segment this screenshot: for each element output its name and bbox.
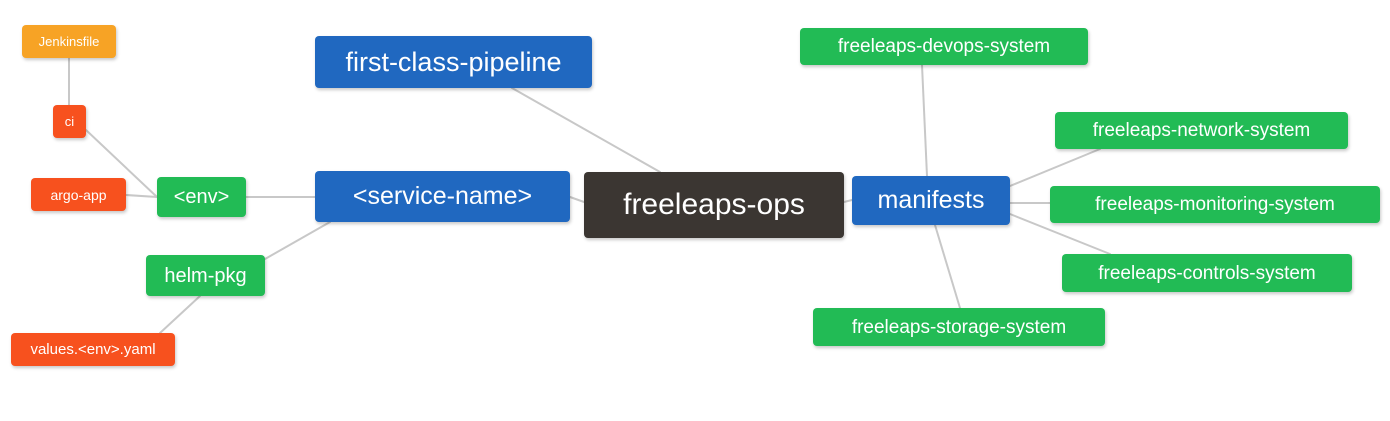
node-freeleaps-monitoring-system[interactable]: freeleaps-monitoring-system — [1050, 186, 1380, 223]
node-label-freeleaps-storage-system: freeleaps-storage-system — [851, 316, 1067, 338]
node-ci[interactable]: ci — [53, 105, 86, 138]
node-label-freeleaps-network-system: freeleaps-network-system — [1092, 120, 1311, 141]
node-freeleaps-ops[interactable]: freeleaps-ops — [584, 172, 844, 238]
node-label-manifests: manifests — [877, 186, 985, 214]
node-manifests[interactable]: manifests — [852, 176, 1010, 225]
node-jenkinsfile[interactable]: Jenkinsfile — [22, 25, 116, 58]
node-label-service-name: <service-name> — [352, 182, 533, 210]
node-label-argo-app: argo-app — [50, 186, 107, 203]
node-service-name[interactable]: <service-name> — [315, 171, 570, 222]
edge-service-name-to-freeleaps-ops — [569, 196, 585, 203]
node-freeleaps-network-system[interactable]: freeleaps-network-system — [1055, 112, 1348, 149]
node-label-env: <env> — [173, 186, 230, 208]
node-label-values-yaml: values.<env>.yaml — [30, 341, 156, 358]
node-freeleaps-controls-system[interactable]: freeleaps-controls-system — [1062, 254, 1352, 292]
node-freeleaps-devops-system[interactable]: freeleaps-devops-system — [800, 28, 1088, 65]
edge-argo-app-to-env — [125, 194, 158, 198]
node-helm-pkg[interactable]: helm-pkg — [146, 255, 265, 296]
node-first-class-pipeline[interactable]: first-class-pipeline — [315, 36, 592, 88]
node-env[interactable]: <env> — [157, 177, 246, 217]
node-label-ci: ci — [64, 114, 75, 129]
node-values-yaml[interactable]: values.<env>.yaml — [11, 333, 175, 366]
node-argo-app[interactable]: argo-app — [31, 178, 126, 211]
edge-manifests-to-freeleaps-network-system — [1009, 148, 1101, 187]
node-label-freeleaps-monitoring-system: freeleaps-monitoring-system — [1095, 194, 1335, 215]
node-label-helm-pkg: helm-pkg — [164, 264, 247, 287]
edge-values-yaml-to-helm-pkg — [159, 295, 201, 334]
node-label-first-class-pipeline: first-class-pipeline — [345, 46, 562, 77]
edge-freeleaps-ops-to-manifests — [843, 199, 853, 203]
node-label-jenkinsfile: Jenkinsfile — [38, 34, 100, 49]
node-label-freeleaps-controls-system: freeleaps-controls-system — [1098, 262, 1316, 284]
node-label-freeleaps-ops: freeleaps-ops — [623, 188, 805, 221]
node-freeleaps-storage-system[interactable]: freeleaps-storage-system — [813, 308, 1105, 346]
edge-first-class-pipeline-to-freeleaps-ops — [511, 87, 661, 173]
edge-manifests-to-freeleaps-devops-system — [921, 64, 928, 177]
node-label-freeleaps-devops-system: freeleaps-devops-system — [837, 36, 1051, 57]
edge-manifests-to-freeleaps-storage-system — [934, 224, 961, 309]
edge-helm-pkg-to-service-name — [264, 221, 331, 260]
